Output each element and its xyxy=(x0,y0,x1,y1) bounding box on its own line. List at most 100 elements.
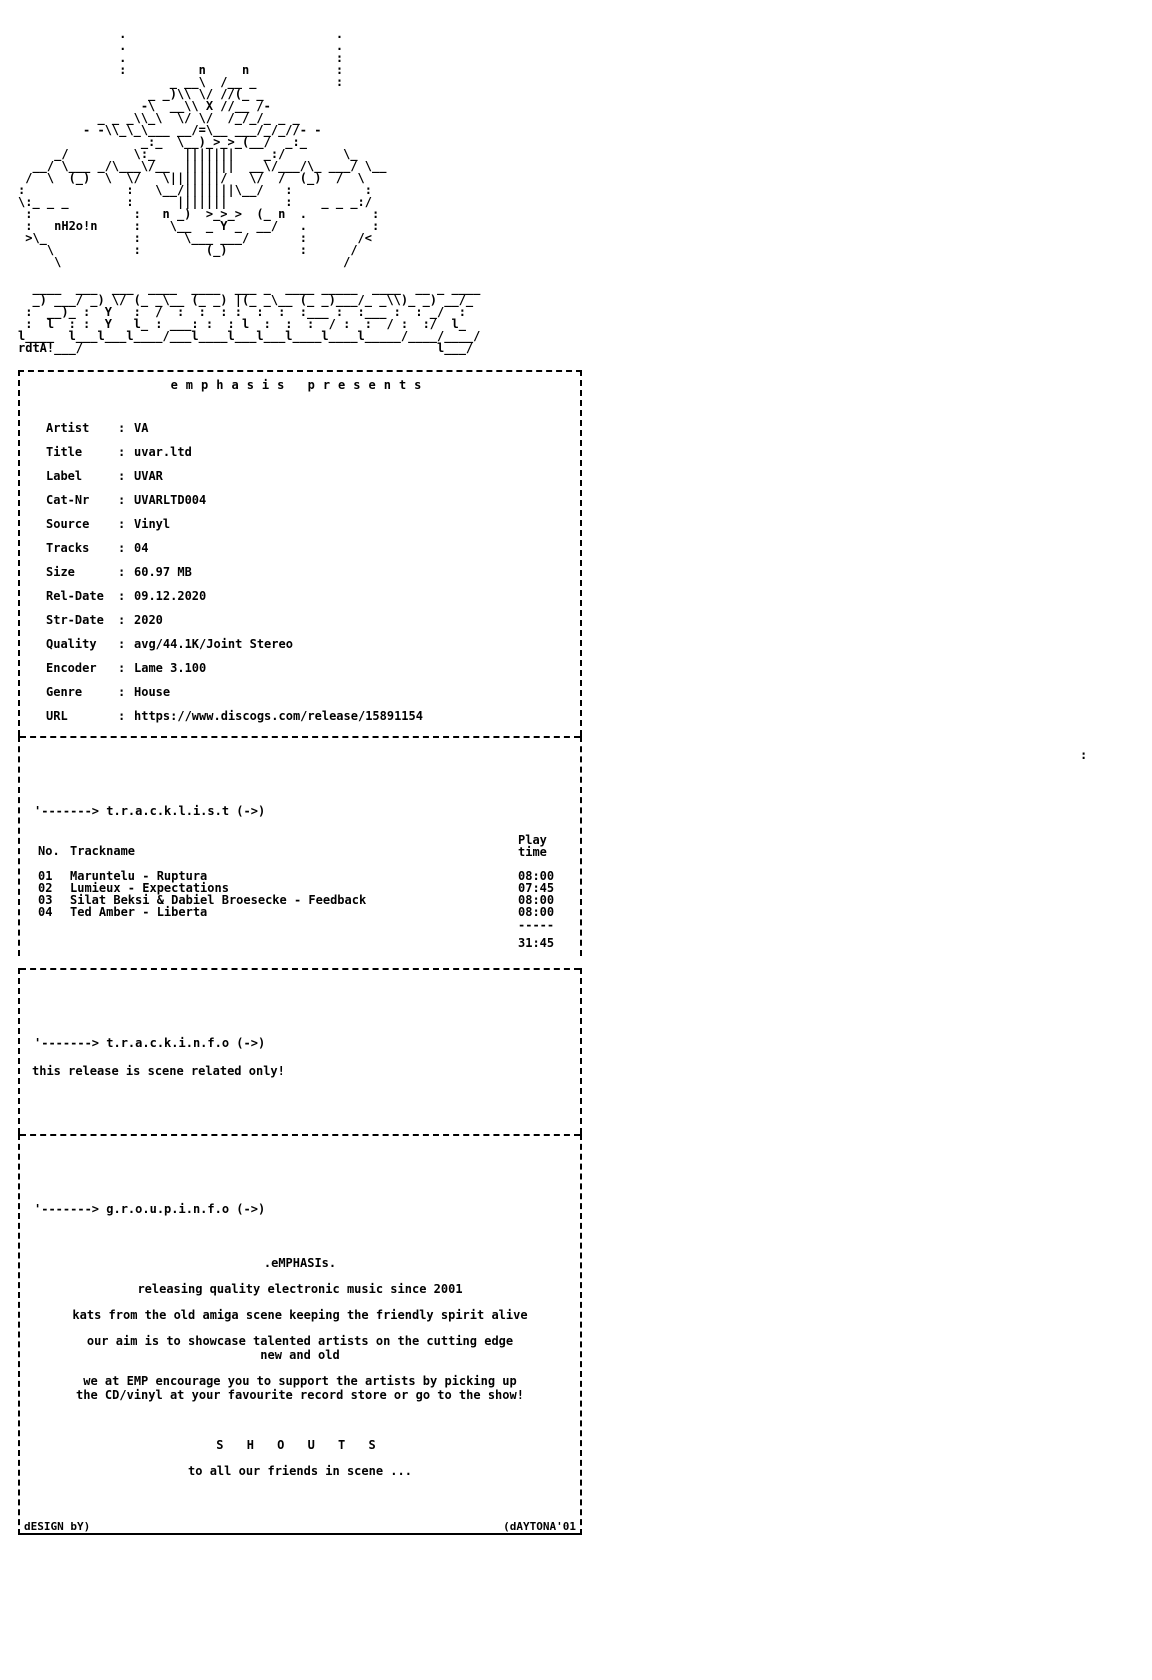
info-row: Cat-Nr:UVARLTD004 xyxy=(46,488,580,512)
group-line-1: releasing quality electronic music since… xyxy=(137,1282,463,1296)
trackinfo-frame: '-------> t.r.a.c.k.i.n.f.o (->) this re… xyxy=(18,968,582,1134)
col-playtime: Play time xyxy=(518,833,547,859)
info-colon: : xyxy=(118,613,126,627)
info-value: 60.97 MB xyxy=(134,565,192,579)
info-frame: emphasis presents Artist: VA Title: uvar.lt… xyxy=(18,370,582,736)
groupinfo-body: .eMPHASIs. releasing quality electronic … xyxy=(20,1226,580,1520)
info-key: Size xyxy=(46,565,75,579)
info-key: Rel-Date xyxy=(46,589,104,603)
presents-heading: emphasis presents xyxy=(170,378,430,392)
info-colon: : xyxy=(118,493,126,507)
info-row: Rel-Date:09.12.2020 xyxy=(46,584,580,608)
info-key: Genre xyxy=(46,685,83,699)
info-key: Source xyxy=(46,517,90,531)
info-key: URL xyxy=(46,709,68,723)
info-colon: : xyxy=(118,445,126,459)
track-time: 08:00 xyxy=(518,869,555,883)
tracklist-table: No. Trackname Play time 01 Maruntelu - Ru… xyxy=(20,828,580,956)
trackinfo-banner xyxy=(20,968,580,1034)
tracklist-banner xyxy=(20,736,580,802)
info-colon: : xyxy=(118,469,126,483)
info-colon: : xyxy=(118,565,126,579)
info-row: URL: https://www.discogs.com/release/1589… xyxy=(46,704,580,728)
info-colon: : xyxy=(118,661,126,675)
track-time: 08:00 xyxy=(518,893,555,907)
info-row: Quality: avg/44.1K/Joint Stereo xyxy=(46,632,580,656)
track-name: Silat Beksi & Dabiel Broesecke - Feedbac… xyxy=(70,893,367,907)
info-colon: : xyxy=(118,517,126,531)
info-colon: : xyxy=(118,637,126,651)
track-time: 08:00 xyxy=(518,905,555,919)
info-row: Label: UVAR xyxy=(46,464,580,488)
footer-design-by: dESIGN bY) xyxy=(24,1520,91,1533)
groupinfo-frame: '-------> g.r.o.u.p.i.n.f.o (->) .eMPHAS… xyxy=(18,1134,582,1535)
group-line-2: kats from the old amiga scene keeping th… xyxy=(72,1308,528,1322)
groupinfo-banner xyxy=(20,1134,580,1200)
info-value: UVAR xyxy=(134,469,163,483)
info-value: 2020 xyxy=(134,613,163,627)
info-row: Genre:House xyxy=(46,680,580,704)
info-key: Tracks xyxy=(46,541,90,555)
info-row: Artist: VA xyxy=(46,416,580,440)
table-row: 01 Maruntelu - Ruptura 08:00 xyxy=(38,870,580,882)
tracklist-label: '-------> t.r.a.c.k.l.i.s.t (->) xyxy=(34,804,266,818)
logo-ascii-art: ____ ___ ___ ____ ____ ___ _ ____ _____ … xyxy=(18,281,481,355)
info-colon: : xyxy=(118,421,126,435)
info-value: VA xyxy=(134,421,149,435)
info-row: Source: Vinyl xyxy=(46,512,580,536)
info-value: https://www.discogs.com/release/15891154 xyxy=(134,709,423,723)
info-key: Label xyxy=(46,469,83,483)
trackinfo-text: this release is scene related only! xyxy=(32,1064,285,1078)
track-no: 01 xyxy=(38,869,53,883)
info-colon: : xyxy=(118,541,126,555)
track-name: Maruntelu - Ruptura xyxy=(70,869,208,883)
footer-credits: dESIGN bY) (dAYTONA'01 xyxy=(20,1520,580,1535)
side-mark: : xyxy=(1080,748,1088,762)
table-row: 02 Lumieux - Expectations 07:45 xyxy=(38,882,580,894)
info-value: uvar.ltd xyxy=(134,445,192,459)
track-no: 02 xyxy=(38,881,53,895)
track-name: Ted Amber - Liberta xyxy=(70,905,208,919)
info-value: 04 xyxy=(134,541,149,555)
col-trackname: Trackname xyxy=(70,844,136,858)
info-colon: : xyxy=(118,589,126,603)
info-key: Str-Date xyxy=(46,613,104,627)
track-no: 04 xyxy=(38,905,53,919)
table-row: 04 Ted Amber - Liberta 08:00 xyxy=(38,906,580,918)
info-value: Vinyl xyxy=(134,517,171,531)
footer-daytona: (dAYTONA'01 xyxy=(503,1520,576,1533)
info-row: Size:60.97 MB xyxy=(46,560,580,584)
info-key: Encoder xyxy=(46,661,97,675)
track-no: 03 xyxy=(38,893,53,907)
info-row: Tracks:04 xyxy=(46,536,580,560)
info-key: Title xyxy=(46,445,83,459)
group-line-3b: new and old xyxy=(260,1348,340,1362)
group-name: .eMPHASIs. xyxy=(263,1256,337,1270)
tracklist-frame: '-------> t.r.a.c.k.l.i.s.t (->) No. Tra… xyxy=(18,736,582,956)
info-value: Lame 3.100 xyxy=(134,661,207,675)
info-row: Encoder: Lame 3.100 xyxy=(46,656,580,680)
info-key: Artist xyxy=(46,421,90,435)
total-sep: ----- xyxy=(518,918,555,932)
info-key: Quality xyxy=(46,637,97,651)
trackinfo-label: '-------> t.r.a.c.k.i.n.f.o (->) xyxy=(34,1036,266,1050)
col-no: No. xyxy=(38,844,60,858)
info-value: 09.12.2020 xyxy=(134,589,207,603)
info-row: Title: uvar.ltd xyxy=(46,440,580,464)
groupinfo-label: '-------> g.r.o.u.p.i.n.f.o (->) xyxy=(34,1202,266,1216)
total-row: 31:45 xyxy=(38,936,580,950)
group-line-3a: our aim is to showcase talented artists … xyxy=(86,1334,514,1348)
group-line-4a: we at EMP encourage you to support the a… xyxy=(83,1374,517,1388)
shouts-title: S H O U T S xyxy=(216,1438,384,1452)
info-row: Str-Date:2020 xyxy=(46,608,580,632)
nfo-document: . . . . . : : n n : _ __\ /_ xyxy=(18,28,598,1535)
tracklist-header: No. Trackname Play time xyxy=(38,834,580,858)
info-value: avg/44.1K/Joint Stereo xyxy=(134,637,293,651)
info-colon: : xyxy=(118,709,126,723)
track-name: Lumieux - Expectations xyxy=(70,881,229,895)
track-time: 07:45 xyxy=(518,881,555,895)
header-ascii-art: . . . . . : : n n : _ __\ /_ xyxy=(18,27,387,269)
total-sep-row: ----- xyxy=(38,918,580,932)
info-value: House xyxy=(134,685,171,699)
